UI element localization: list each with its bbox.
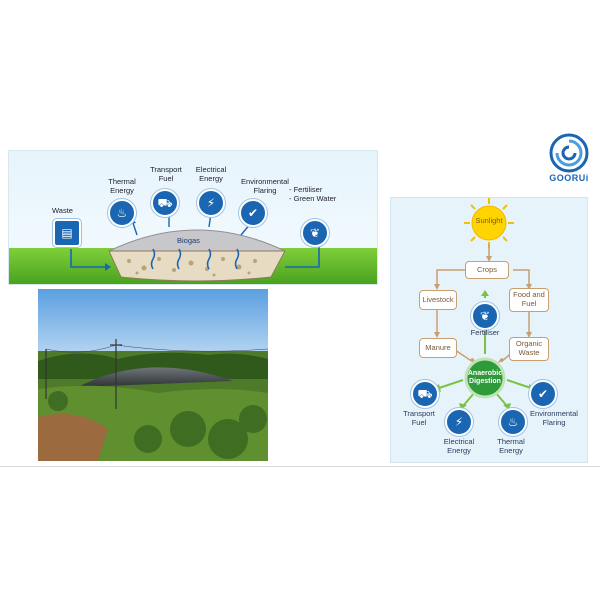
sun-icon <box>464 198 514 248</box>
checkmark-icon: ✔ <box>239 199 267 227</box>
digester-tank <box>108 250 286 282</box>
sunlight-label: Sunlight <box>475 216 503 225</box>
outflow-pipe <box>285 243 320 268</box>
photo-scene <box>38 289 268 461</box>
swirl-logo-icon <box>549 133 589 173</box>
divider-line <box>0 466 600 467</box>
thermal-energy-icon: ♨ <box>499 408 527 436</box>
cycle-graphics <box>433 198 537 410</box>
goorui-logo: GOORUi <box>543 133 595 189</box>
lightning-icon: ⚡ <box>445 408 473 436</box>
crops-box: Crops <box>465 261 509 279</box>
car-icon: ⛟ <box>151 189 179 217</box>
plant-icon: ❦ <box>301 219 329 247</box>
fertiliser-plant-icon: ❦ <box>471 302 499 330</box>
inflow-pipe <box>70 249 109 268</box>
banner-graphics <box>70 208 323 282</box>
livestock-box: Livestock <box>419 290 457 310</box>
digester-dome <box>108 229 286 252</box>
waste-label: Waste <box>52 206 73 215</box>
gas-wavy-arrows <box>150 248 240 270</box>
anaerobic-digestion-node <box>464 357 506 399</box>
digester-site-photo <box>38 289 268 461</box>
biogas-label: Biogas <box>177 236 200 245</box>
fertiliser-label: Fertiliser <box>470 328 500 337</box>
car-icon: ⛟ <box>411 380 439 408</box>
fertiliser-label: - Fertiliser- Green Water <box>289 185 337 203</box>
cycle-arrows <box>436 244 530 363</box>
lightning-icon: ⚡ <box>197 189 225 217</box>
waste-icon: ▤ <box>53 219 81 247</box>
checkmark-icon: ✔ <box>529 380 557 408</box>
thermal-energy-icon: ♨ <box>108 199 136 227</box>
logo-text: GOORUi <box>549 173 589 183</box>
manure-box: Manure <box>419 338 457 358</box>
